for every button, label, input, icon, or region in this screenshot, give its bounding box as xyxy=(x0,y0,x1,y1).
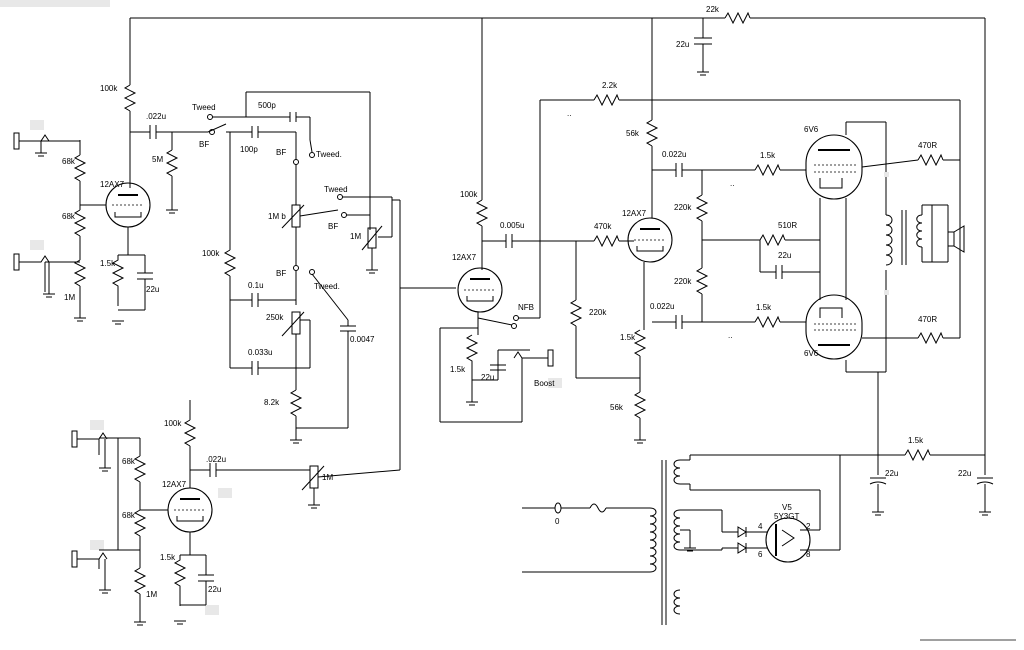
label-pin-2: 2 xyxy=(806,522,811,531)
label-c-005u: 0.005u xyxy=(500,221,524,230)
label-r-220k-lower: 220k xyxy=(674,277,692,286)
label-c-022u-ch2: .022u xyxy=(206,455,226,464)
label-c-22u-bias: 22u xyxy=(778,251,791,260)
label-c-coupling1: .022u xyxy=(146,112,166,121)
label-r-1k5-ch2: 1.5k xyxy=(160,553,176,562)
label-r-220k-upper: 220k xyxy=(674,203,692,212)
label-r-5m: 5M xyxy=(152,155,163,164)
label-r-v2-plate: 100k xyxy=(460,190,478,199)
input-stage-v1 xyxy=(13,18,208,325)
label-c-00047: 0.0047 xyxy=(350,335,375,344)
label-pin-8: 8 xyxy=(806,550,811,559)
label-sw-tweed-top: Tweed xyxy=(192,103,216,112)
bias-network xyxy=(695,170,820,322)
label-jack-boost: Boost xyxy=(534,379,555,388)
label-r-1k5-screen-lower: 1.5k xyxy=(756,303,772,312)
label-sw-bf-right: BF xyxy=(328,222,338,231)
label-c-22u-ch2: 22u xyxy=(208,585,221,594)
label-c-cathode2: 22u xyxy=(481,373,494,382)
label-r-100k-tone: 100k xyxy=(202,249,220,258)
label-r-220k-grid: 220k xyxy=(589,308,607,317)
channel-2 xyxy=(71,400,401,626)
label-dots-3: .. xyxy=(728,331,732,340)
label-r-510r: 510R xyxy=(778,221,797,230)
label-c-100p: 100p xyxy=(240,145,258,154)
label-r-100k-ch2: 100k xyxy=(164,419,182,428)
label-pot-1mb: 1M b xyxy=(268,212,286,221)
label-r-cathode1: 1.5k xyxy=(100,259,116,268)
tone-stack xyxy=(207,91,456,452)
power-supply xyxy=(522,454,878,625)
label-r-68k-a: 68k xyxy=(62,157,76,166)
label-sw-bf-mid: BF xyxy=(276,148,286,157)
label-r-1k5-tail: 1.5k xyxy=(620,333,636,342)
label-tube-pi: 12AX7 xyxy=(622,209,647,218)
label-tube-v2: 12AX7 xyxy=(452,253,477,262)
label-r-68k-b: 68k xyxy=(62,212,76,221)
label-c-0033u: 0.033u xyxy=(248,348,272,357)
phase-inverter xyxy=(569,18,961,444)
label-c-22u-supply-top: 22u xyxy=(676,40,689,49)
label-r-68k-ch2b: 68k xyxy=(122,511,136,520)
label-r-1m-in: 1M xyxy=(64,293,75,302)
label-c-22u-psu-b: 22u xyxy=(958,469,971,478)
label-r-56k-top: 56k xyxy=(626,129,640,138)
label-r-22k-fb: 2.2k xyxy=(602,81,618,90)
label-r-1k5-screen-upper: 1.5k xyxy=(760,151,776,160)
label-c-22u-psu-a: 22u xyxy=(885,469,898,478)
label-tube-v1: 12AX7 xyxy=(100,180,125,189)
label-dots-2: .. xyxy=(730,179,734,188)
label-tube-power-upper: 6V6 xyxy=(804,125,819,134)
second-stage-v2 xyxy=(439,99,594,423)
label-sw-tweed-right: Tweed xyxy=(324,185,348,194)
label-pot-1m-ch2: 1M xyxy=(322,473,333,482)
label-r-470r-upper: 470R xyxy=(918,141,937,150)
label-r-470r-lower: 470R xyxy=(918,315,937,324)
b-plus-rail xyxy=(130,11,986,475)
label-r-82k: 8.2k xyxy=(264,398,280,407)
label-c-cathode1: 22u xyxy=(146,285,159,294)
label-r-1m-ch2: 1M xyxy=(146,590,157,599)
label-dots-1: .. xyxy=(567,109,571,118)
label-pin-4: 4 xyxy=(758,522,763,531)
label-r-22k-supply: 22k xyxy=(706,5,720,14)
label-sw-tweed-mid: Tweed. xyxy=(316,150,342,159)
label-sw-bf-top: BF xyxy=(199,140,209,149)
label-tube-v3: 12AX7 xyxy=(162,480,187,489)
label-c-0022u-lower: 0.022u xyxy=(650,302,674,311)
label-r-cathode2: 1.5k xyxy=(450,365,466,374)
label-tube-power-lower: 6V6 xyxy=(804,349,819,358)
label-rect-name: V5 xyxy=(782,503,792,512)
label-r-470k: 470k xyxy=(594,222,612,231)
label-c-01u: 0.1u xyxy=(248,281,264,290)
label-c-0022u-upper: 0.022u xyxy=(662,150,686,159)
label-sw-bf-low: BF xyxy=(276,269,286,278)
label-fuse: 0 xyxy=(555,517,560,526)
label-c-500p: 500p xyxy=(258,101,276,110)
label-sw-nfb: NFB xyxy=(518,303,534,312)
label-r-68k-ch2a: 68k xyxy=(122,457,136,466)
label-pot-1m-vol: 1M xyxy=(350,232,361,241)
label-sw-tweed-low: Tweed. xyxy=(314,282,340,291)
label-r-v1-plate: 100k xyxy=(100,84,118,93)
power-stage xyxy=(754,121,994,516)
label-r-1k5-psu: 1.5k xyxy=(908,436,924,445)
label-pot-250k: 250k xyxy=(266,313,284,322)
label-pin-6: 6 xyxy=(758,550,763,559)
label-r-56k-tail: 56k xyxy=(610,403,624,412)
label-rect-type: 5Y3GT xyxy=(774,512,799,521)
